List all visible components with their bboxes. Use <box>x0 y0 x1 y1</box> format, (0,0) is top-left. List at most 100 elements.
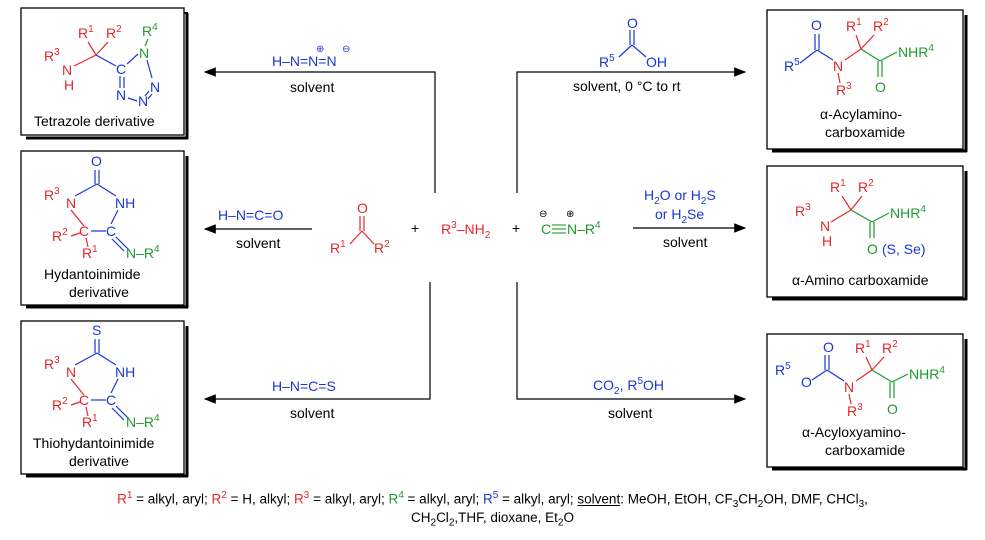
svg-text:O: O <box>811 17 822 33</box>
svg-text:C: C <box>106 223 116 239</box>
reactant-amine: R3–NH2 <box>441 220 491 241</box>
svg-text:C: C <box>106 392 116 408</box>
svg-text:⊕: ⊕ <box>566 209 574 220</box>
svg-text:O: O <box>627 15 638 31</box>
thiohydantoin-structure: S R3 N NH C C R2 R1 N–R4 Thiohydantoinim… <box>33 322 160 469</box>
svg-text:N: N <box>116 87 126 103</box>
legend-segment: = H, alkyl; <box>226 491 295 507</box>
hydantoin-label-1: Hydantoinimide <box>44 266 141 282</box>
svg-text:R2: R2 <box>374 239 390 256</box>
reagent-h2se: or H2Se <box>655 206 704 226</box>
svg-text:H: H <box>64 77 74 93</box>
reagent-co2: CO2, R5OH <box>593 376 664 397</box>
tetrazole-structure: R3 N H R1 R2 C N R4 N N N Tetrazole deri… <box>34 22 160 129</box>
legend-segment: 2 <box>557 517 564 529</box>
svg-text:O: O <box>875 79 886 95</box>
legend-line-1: R1 = alkyl, aryl; R2 = H, alkyl; R3 = al… <box>0 486 985 515</box>
legend-segment: CH <box>411 510 431 525</box>
condition-solvent-1: solvent <box>290 79 334 95</box>
arrow-thiohydantoin <box>203 282 431 404</box>
arrow-acylamino <box>516 67 747 193</box>
hydantoin-box <box>20 150 185 306</box>
svg-text:⊖: ⊖ <box>342 44 350 55</box>
hydantoin-label-2: derivative <box>69 284 129 300</box>
reagent-isothiocyanate: H–N=C=S <box>272 378 336 394</box>
reagent-isocyanate: H–N=C=O <box>218 207 283 223</box>
legend-segment: O <box>563 510 574 525</box>
thiohydantoin-label-2: derivative <box>69 453 129 469</box>
svg-text:H: H <box>822 233 832 249</box>
svg-text:⊕: ⊕ <box>316 44 324 55</box>
arrow-tetrazole <box>203 67 436 193</box>
plus-2: + <box>512 220 520 236</box>
svg-text:O: O <box>801 374 812 390</box>
svg-text:C: C <box>79 223 89 239</box>
svg-text:R2: R2 <box>873 17 889 34</box>
reactant-ketone: O R1 R2 <box>330 200 390 256</box>
reagent-water: H2O or H2S <box>644 187 716 207</box>
legend-segment: R <box>294 491 304 507</box>
svg-text:S: S <box>92 322 101 338</box>
legend-segment: 2 <box>221 490 227 501</box>
legend-segment: 2 <box>448 517 455 529</box>
tetrazole-label: Tetrazole derivative <box>34 113 155 129</box>
svg-text:O: O <box>91 153 102 169</box>
legend-segment: Cl <box>436 510 449 525</box>
svg-text:N: N <box>138 93 148 109</box>
svg-text:NH: NH <box>115 195 135 211</box>
svg-text:R1: R1 <box>82 413 98 430</box>
svg-text:R1: R1 <box>846 17 862 34</box>
legend-segment: R <box>117 491 127 507</box>
legend-segment: 2 <box>757 499 764 511</box>
svg-text:R2: R2 <box>882 339 898 356</box>
svg-text:C: C <box>79 392 89 408</box>
svg-text:R3: R3 <box>44 47 60 64</box>
svg-text:N: N <box>66 364 76 380</box>
legend-segment: 3 <box>303 490 310 501</box>
svg-text:R4: R4 <box>142 22 158 39</box>
legend-segment: : MeOH, EtOH, CF <box>620 491 733 507</box>
legend-segment: CH <box>738 491 758 507</box>
legend-segment: solvent <box>577 491 621 507</box>
svg-text:O: O <box>823 339 834 355</box>
svg-text:N: N <box>833 58 843 74</box>
svg-text:C: C <box>116 61 126 77</box>
arrow-acyloxy <box>516 282 747 404</box>
legend-segment: 3 <box>858 499 865 511</box>
amino-structure: R3 N H R1 R2 NHR4 O (S, Se) α-Amino carb… <box>792 178 929 288</box>
condition-solvent-5: solvent <box>608 405 652 421</box>
svg-text:N–R4: N–R4 <box>126 413 160 430</box>
svg-text:N–R4: N–R4 <box>126 244 160 261</box>
legend-segment: , <box>864 491 868 507</box>
svg-text:N: N <box>820 218 830 234</box>
svg-text:R1: R1 <box>82 244 98 261</box>
legend-line-2: CH2Cl2,THF, dioxane, Et2O <box>0 508 985 534</box>
svg-text:C: C <box>541 221 551 237</box>
acyloxy-structure: R5 O O N R3 R1 R2 NHR4 O α-Acyloxyamino-… <box>775 339 945 458</box>
svg-text:R1: R1 <box>830 178 846 195</box>
svg-text:NHR4: NHR4 <box>890 204 926 221</box>
condition-acid: solvent, 0 °C to rt <box>573 78 681 94</box>
acyloxy-label-1: α-Acyloxyamino- <box>802 424 906 440</box>
svg-text:N–R4: N–R4 <box>567 220 601 237</box>
svg-text:R5: R5 <box>599 53 615 70</box>
svg-text:O: O <box>357 200 368 216</box>
reactant-isocyanide: C N–R4 ⊖ ⊕ <box>539 209 601 237</box>
legend-segment: 4 <box>398 490 404 501</box>
svg-text:OH: OH <box>646 54 667 70</box>
condition-solvent-3: solvent <box>290 405 334 421</box>
svg-text:O: O <box>867 241 878 257</box>
acylamino-label-2: carboxamide <box>825 124 905 140</box>
svg-text:R2: R2 <box>858 178 874 195</box>
legend-segment: R <box>211 491 222 507</box>
legend-segment: OH, DMF, CHCl <box>763 491 859 507</box>
svg-text:R3: R3 <box>795 202 811 219</box>
hydantoin-structure: O R3 N NH C C R2 R1 N–R4 Hydantoinimide … <box>44 153 160 300</box>
svg-text:R1: R1 <box>330 239 346 256</box>
svg-text:R2: R2 <box>52 227 68 244</box>
svg-text:N: N <box>844 379 854 395</box>
svg-text:R1: R1 <box>78 24 94 41</box>
svg-text:R3: R3 <box>847 402 863 419</box>
reagent-carboxylic-acid: O OH R5 <box>599 15 667 70</box>
